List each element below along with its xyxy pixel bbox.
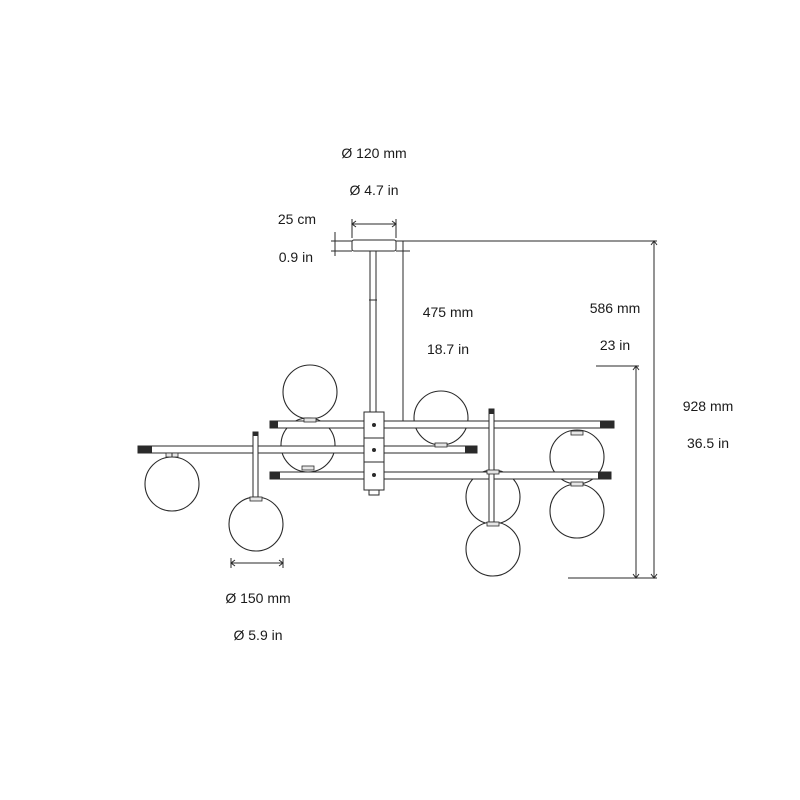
globe-left-front [228,496,284,552]
canopy-diameter-in-label: Ø 4.7 in [349,182,398,198]
rod-length-mm-label: 475 mm [423,304,474,320]
body-height-dimension-line [596,365,640,579]
canopy-height-in-label: 0.9 in [279,249,313,265]
globe-diameter-in-label: Ø 5.9 in [233,627,282,643]
rod-length-in-label: 18.7 in [427,341,469,357]
central-hub [363,411,385,496]
globe-width-dimension-line [230,558,284,568]
rod-length-dimension-line [396,241,410,422]
ceiling-canopy [351,239,397,252]
total-height-dimension-line [396,240,658,579]
globe-upper-left-top [282,364,338,420]
total-height-mm-label: 928 mm [683,398,734,414]
canopy-width-dimension-line [351,219,397,238]
arm-middle [137,445,478,454]
globe-right-bottom [549,483,605,539]
globe-connectors [165,417,584,527]
arm-bottom [269,471,612,480]
globe-center-top [413,390,469,446]
globe-far-left [144,456,200,512]
canopy-height-dimension-line [331,232,352,256]
stem-left [252,431,259,499]
globe-diameter-mm-label: Ø 150 mm [225,590,290,606]
down-rod [369,250,377,414]
body-height-in-label: 23 in [600,337,630,353]
body-height-mm-label: 586 mm [590,300,641,316]
stem-right [488,408,495,524]
globe-center-right-bottom [465,521,521,577]
total-height-in-label: 36.5 in [687,435,729,451]
arm-top [269,420,615,429]
canopy-height-cm-label: 25 cm [278,211,316,227]
canopy-diameter-mm-label: Ø 120 mm [341,145,406,161]
